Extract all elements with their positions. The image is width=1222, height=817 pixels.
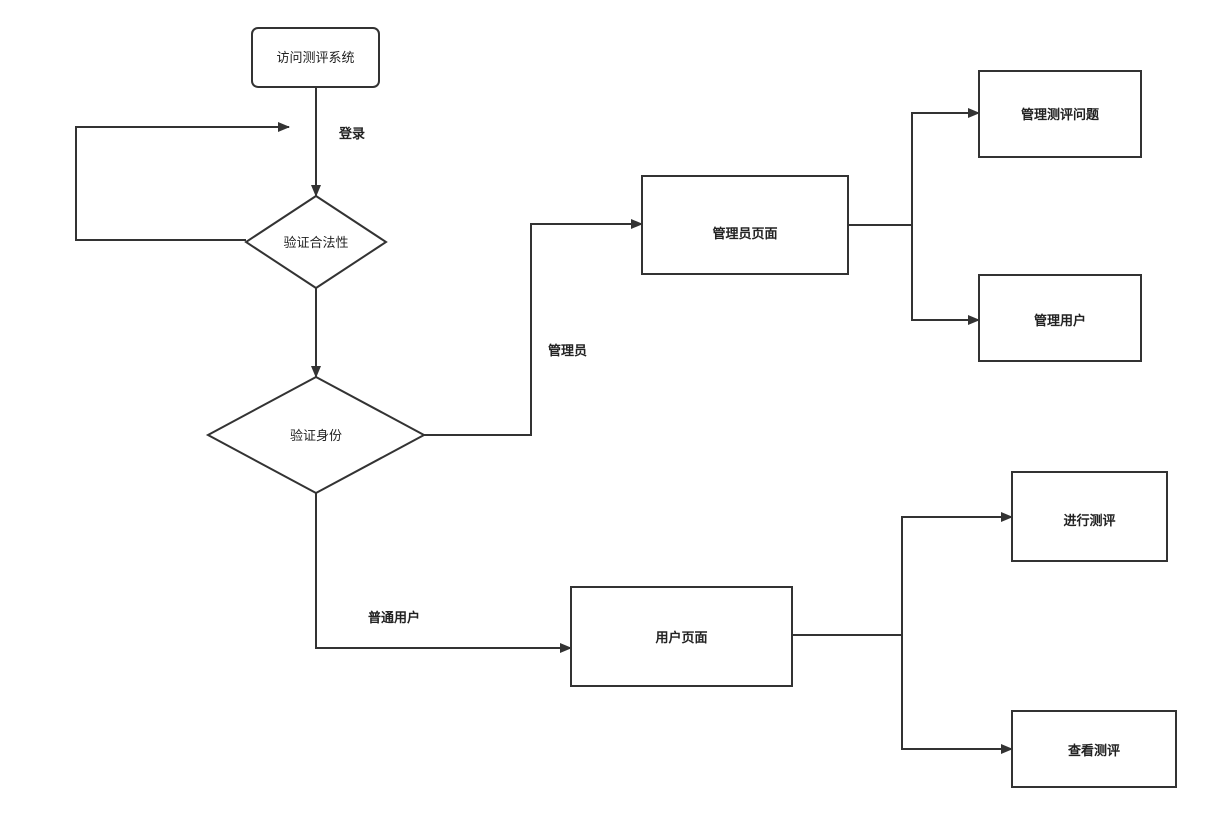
edge-user-to-do-assessment xyxy=(901,512,1013,635)
node-user-page-label: 用户页面 xyxy=(654,630,707,646)
node-user-page: 用户页面 xyxy=(570,586,793,687)
decision-validate-legality-label: 验证合法性 xyxy=(283,235,348,251)
edge-label-login: 登录 xyxy=(338,126,365,142)
node-do-assessment-label: 进行测评 xyxy=(1063,513,1115,529)
node-manage-users-label: 管理用户 xyxy=(1034,313,1086,329)
node-admin-page-label: 管理员页面 xyxy=(712,226,777,242)
edge-admin-to-manage-questions xyxy=(911,108,980,225)
node-view-assessment-label: 查看测评 xyxy=(1067,743,1120,759)
decision-validate-identity: 验证身份 xyxy=(205,375,427,495)
node-do-assessment: 进行测评 xyxy=(1011,471,1168,562)
node-manage-questions-label: 管理测评问题 xyxy=(1021,107,1100,123)
node-visit-system-label: 访问测评系统 xyxy=(276,51,354,66)
edge-identity-to-admin xyxy=(424,219,643,436)
node-manage-users: 管理用户 xyxy=(978,274,1142,362)
edge-validate-retry-loop xyxy=(75,122,290,241)
node-admin-page: 管理员页面 xyxy=(641,175,849,275)
edge-label-normal-user: 普通用户 xyxy=(368,610,420,626)
edge-identity-to-user xyxy=(315,493,572,653)
edge-label-admin: 管理员 xyxy=(548,343,587,359)
decision-validate-legality: 验证合法性 xyxy=(244,194,388,290)
edge-user-to-view-assessment xyxy=(901,635,1013,754)
node-view-assessment: 查看测评 xyxy=(1011,710,1177,788)
node-manage-questions: 管理测评问题 xyxy=(978,70,1142,158)
decision-validate-identity-label: 验证身份 xyxy=(290,428,342,444)
node-visit-system: 访问测评系统 xyxy=(251,27,380,88)
edge-admin-to-manage-users xyxy=(911,225,980,325)
